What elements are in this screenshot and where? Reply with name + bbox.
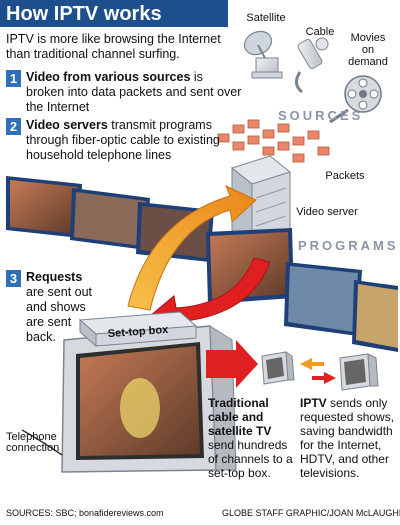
data-packets (217, 119, 330, 163)
label-movies: Movies on demand (348, 32, 388, 68)
step-1-badge: 1 (6, 70, 21, 87)
label-video-server: Video server (296, 206, 358, 218)
step-3-rest: are sent out and shows are sent back. (26, 285, 93, 344)
main-television-icon (21, 311, 237, 473)
step-3-badge: 3 (6, 270, 21, 287)
traditional-red-arrow (206, 340, 258, 388)
step-1-bold: Video from various sources (26, 70, 191, 84)
step-2-badge: 2 (6, 118, 21, 135)
credit-sources: SOURCES: SBC; bonafidereviews.com (6, 508, 164, 518)
step-3-bold: Requests (26, 270, 83, 284)
caption-iptv-rest: sends only requested shows, saving bandw… (300, 396, 395, 480)
iptv-small-arrows (300, 358, 336, 384)
orange-request-arrow (127, 185, 257, 311)
label-cable: Cable (305, 26, 335, 38)
label-telephone: Telephone connection (6, 431, 60, 454)
step-2-text: Video servers transmit programs through … (26, 118, 232, 163)
credit-graphic: GLOBE STAFF GRAPHIC/JOAN McLAUGHLIN (222, 508, 400, 518)
label-programs: PROGRAMS (298, 238, 399, 253)
caption-traditional-rest: send hundreds of channels to a set-top b… (208, 438, 293, 480)
program-screen-right-1 (284, 262, 362, 336)
program-screen-left-2 (70, 188, 150, 250)
program-screen-right-2 (352, 280, 398, 352)
film-reel-icon (329, 75, 382, 124)
title-bar (0, 0, 228, 27)
caption-iptv-bold: IPTV (300, 396, 327, 410)
caption-traditional-bold: Traditional cable and satellite TV (208, 396, 272, 438)
label-sources: SOURCES (278, 108, 364, 123)
page-title: How IPTV works (6, 3, 162, 25)
label-satellite: Satellite (246, 12, 286, 24)
caption-iptv: IPTV sends only requested shows, saving … (300, 396, 396, 480)
intro-text: IPTV is more like browsing the Internet … (6, 32, 221, 61)
caption-traditional: Traditional cable and satellite TV send … (208, 396, 294, 480)
cable-connector-icon (295, 37, 329, 94)
traditional-tv-icon (261, 351, 295, 385)
iptv-tv-icon (339, 353, 379, 391)
label-packets: Packets (325, 170, 365, 182)
step-3-text: Requests are sent out and shows are sent… (26, 270, 98, 345)
satellite-dish-icon (243, 30, 283, 79)
step-1-text: Video from various sources is broken int… (26, 70, 242, 115)
program-screen-left-1 (6, 176, 82, 238)
step-2-rest: transmit programs through fiber-optic ca… (26, 118, 220, 162)
step-1-rest: is broken into data packets and sent ove… (26, 70, 242, 114)
step-2-bold: Video servers (26, 118, 108, 132)
